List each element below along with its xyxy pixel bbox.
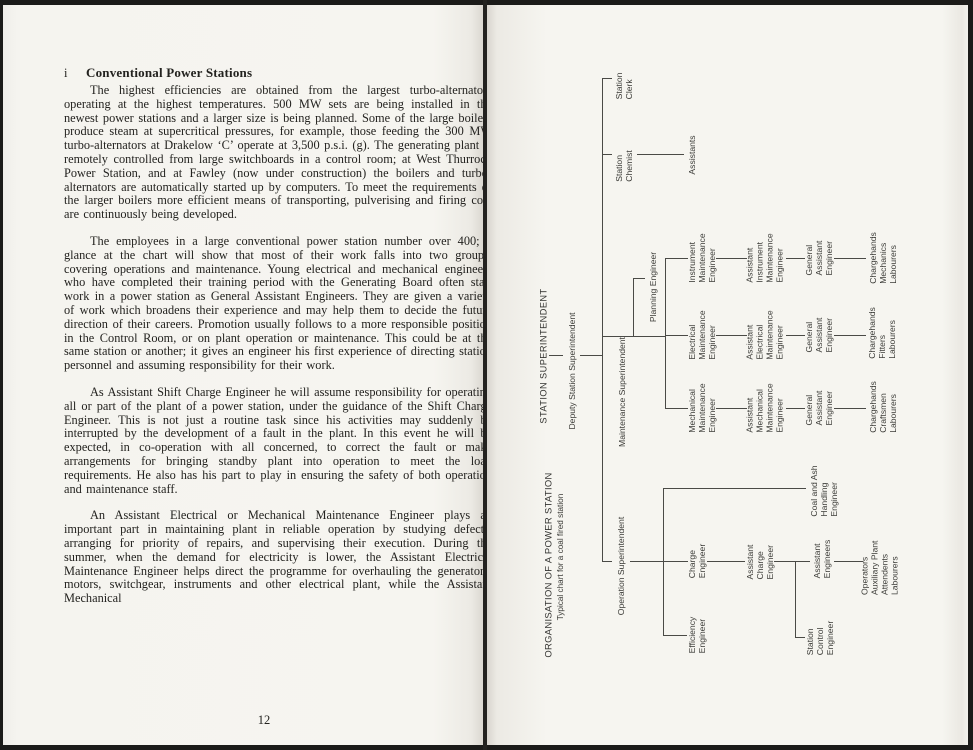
node-assistant-instrument-maintenance-engineer: Assistant Instrument Maintenance Enginee… [744,233,786,283]
chart-line [834,561,863,563]
node-chargehands-craftsmen-labourers: Chargehands Craftsmen Labourers [867,381,899,433]
chart-line [774,561,796,563]
node-electrical-maintenance-engineer: Electrical Maintenance Engineer [686,310,718,360]
node-maintenance-superintendent: Maintenance Superintendent [616,337,627,447]
chart-line [707,561,745,563]
chart-line [632,278,634,337]
node-planning-engineer: Planning Engineer [647,251,658,323]
chart-line [662,488,664,636]
node-assistant-mechanical-maintenance-engineer: Assistant Mechanical Maintenance Enginee… [744,383,786,433]
node-station-control-engineer: Station Control Engineer [804,620,836,656]
chart-line [786,408,805,410]
node-coal-and-ash-handling-engineer: Coal and Ash Handling Engineer [808,465,840,517]
chart-line [795,637,805,639]
node-general-assistant-engineer: General Assistant Engineer [803,390,835,426]
chart-line [630,561,688,563]
chart-line [602,561,612,563]
node-mechanical-maintenance-engineer: Mechanical Maintenance Engineer [686,383,718,433]
chart-subtitle: Typical chart for a coal fired station [556,493,566,621]
node-assistant-engineers: Assistant Engineers [811,539,832,579]
chart-line [795,561,810,563]
chart-line [716,258,747,260]
page-heading: Conventional Power Stations [86,65,253,80]
paragraph-3: As Assistant Shift Charge Engineer he wi… [64,384,492,496]
chart-line [663,635,687,637]
book-gutter [483,0,487,750]
node-efficiency-engineer: Efficiency Engineer [686,616,707,654]
org-chart: ORGANISATION OF A POWER STATION Typical … [487,5,968,745]
heading-row: i Conventional Power Stations [64,65,492,81]
chart-line [716,335,747,337]
node-station-superintendent: STATION SUPERINTENDENT [538,288,549,424]
chart-line [834,408,866,410]
node-chargehands-fitters-labourers: Chargehands Fitters Labourers [866,307,898,359]
node-station-chemist: Station Chemist [613,150,634,182]
chart-line [664,258,666,409]
chart-line [601,78,603,562]
chart-line [716,408,747,410]
chart-line [663,488,806,490]
node-charge-engineer: Charge Engineer [686,543,707,579]
node-assistant-electrical-maintenance-engineer: Assistant Electrical Maintenance Enginee… [744,310,786,360]
chart-line [665,408,688,410]
page-number: 12 [257,713,271,727]
chart-line [580,355,602,357]
chart-line [665,258,688,260]
chart-line [633,278,645,280]
chart-line [786,258,805,260]
chart-line [602,78,612,80]
node-deputy-station-superintendent: Deputy Station Superintendent [566,312,577,430]
section-marker: i [64,66,68,80]
chart-line [786,335,805,337]
right-page: ORGANISATION OF A POWER STATION Typical … [487,5,968,745]
node-general-assistant-engineer: General Assistant Engineer [803,317,835,353]
left-page: i Conventional Power Stations The highes… [3,5,492,745]
paragraph-1: The highest efficiencies are obtained fr… [64,83,492,222]
node-general-assistant-engineer: General Assistant Engineer [803,240,835,276]
chart-line [794,561,796,638]
node-instrument-maintenance-engineer: Instrument Maintenance Engineer [686,233,718,283]
chart-line [637,154,684,156]
node-chargehands-mechanics-labourers: Chargehands Mechanics Labourers [867,232,899,284]
node-operation-superintendent: Operation Superintendent [615,516,626,616]
paragraph-2: The employees in a large conventional po… [64,233,492,373]
chart-title: ORGANISATION OF A POWER STATION [542,472,554,658]
node-assistants: Assistants [686,135,697,175]
chart-line [602,154,612,156]
text-column: i Conventional Power Stations The highes… [64,65,492,727]
chart-line [834,335,866,337]
chart-line [834,258,866,260]
paragraph-4: An Assistant Electrical or Mechanical Ma… [64,508,492,606]
node-assistant-charge-engineer: Assistant Charge Engineer [744,544,776,580]
node-station-clerk: Station Clerk [613,72,634,100]
chart-line [665,335,688,337]
chart-line [549,355,563,357]
node-operators-auxiliary-plant-attendents-labourers: Operators Auxiliary Plant Attendents Lab… [859,540,901,595]
